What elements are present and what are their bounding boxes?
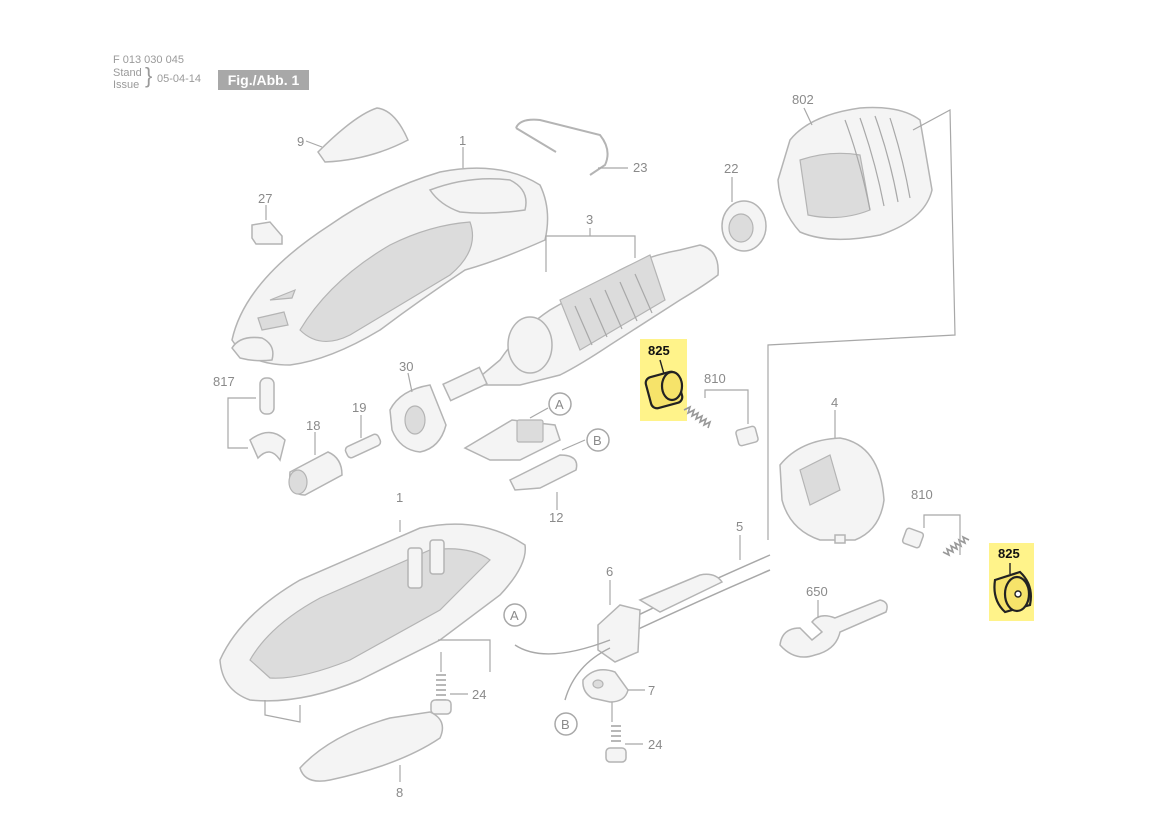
label-3: 3 bbox=[586, 212, 593, 227]
connector-a-upper: A bbox=[548, 392, 572, 416]
issue-label: Issue bbox=[113, 79, 140, 91]
part-4-brush-holder bbox=[779, 410, 885, 544]
label-650: 650 bbox=[806, 584, 828, 599]
label-6: 6 bbox=[606, 564, 613, 579]
part-817-brush-set bbox=[227, 377, 286, 462]
part-9-tip-guard bbox=[305, 107, 409, 163]
label-7: 7 bbox=[648, 683, 655, 698]
part-24-screw-right bbox=[605, 725, 643, 763]
part-1-lower-housing bbox=[219, 520, 527, 723]
label-8: 8 bbox=[396, 785, 403, 800]
label-5: 5 bbox=[736, 519, 743, 534]
stand-label: Stand bbox=[113, 67, 142, 79]
label-825-left: 825 bbox=[648, 343, 670, 358]
part-8-label-plate bbox=[299, 711, 444, 782]
issue-date: 05-04-14 bbox=[157, 73, 202, 85]
part-6-strain-relief bbox=[514, 573, 724, 701]
label-802: 802 bbox=[792, 92, 814, 107]
figure-label: Fig./Abb. 1 bbox=[218, 70, 309, 90]
part-650-wrench bbox=[779, 599, 888, 658]
part-27-clip bbox=[251, 205, 283, 245]
connector-b-upper: B bbox=[586, 428, 610, 452]
part-1-upper-housing bbox=[231, 147, 549, 366]
label-30: 30 bbox=[399, 359, 413, 374]
part-810-brush-right bbox=[901, 514, 970, 557]
label-825-right: 825 bbox=[998, 546, 1020, 561]
label-24-left: 24 bbox=[472, 687, 486, 702]
label-19: 19 bbox=[352, 400, 366, 415]
label-1-bottom: 1 bbox=[396, 490, 403, 505]
part-18-collet-nut bbox=[288, 432, 343, 496]
label-27: 27 bbox=[258, 191, 272, 206]
part-7-cable-clamp bbox=[582, 669, 645, 722]
part-22-bearing bbox=[721, 177, 767, 252]
svg-text:A: A bbox=[555, 397, 564, 412]
bracket-802 bbox=[767, 109, 956, 540]
label-817: 817 bbox=[213, 374, 235, 389]
svg-text:B: B bbox=[561, 717, 570, 732]
part-19-lock-pin bbox=[344, 415, 382, 459]
part-802-field-coil bbox=[777, 106, 933, 241]
label-24-right: 24 bbox=[648, 737, 662, 752]
brace-glyph: } bbox=[145, 63, 153, 88]
connector-a-lower: A bbox=[503, 603, 527, 627]
doc-number: F 013 030 045 bbox=[113, 54, 184, 66]
part-825-bushing-right bbox=[993, 563, 1032, 614]
label-810-left: 810 bbox=[704, 371, 726, 386]
label-23: 23 bbox=[633, 160, 647, 175]
part-825-bushing-left bbox=[644, 359, 684, 410]
svg-text:A: A bbox=[510, 608, 519, 623]
part-24-screw-left bbox=[430, 652, 468, 715]
label-18: 18 bbox=[306, 418, 320, 433]
label-1-top: 1 bbox=[459, 133, 466, 148]
part-12-switch bbox=[463, 407, 586, 510]
label-22: 22 bbox=[724, 161, 738, 176]
svg-text:B: B bbox=[593, 433, 602, 448]
part-23-wire-clip bbox=[515, 118, 628, 176]
label-810-right: 810 bbox=[911, 487, 933, 502]
connector-b-lower: B bbox=[554, 712, 578, 736]
label-4: 4 bbox=[831, 395, 838, 410]
label-9: 9 bbox=[297, 134, 304, 149]
label-12: 12 bbox=[549, 510, 563, 525]
part-810-brush-left bbox=[683, 389, 759, 447]
part-30-fan bbox=[389, 372, 447, 453]
part-3-armature bbox=[442, 228, 719, 402]
